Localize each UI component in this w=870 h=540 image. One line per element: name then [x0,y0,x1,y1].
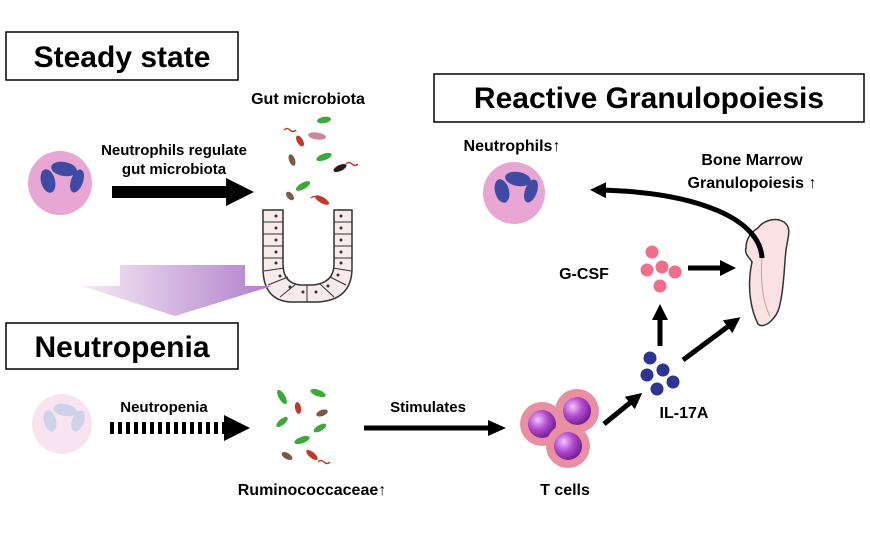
reactive-granulopoiesis-title: Reactive Granulopoiesis [433,73,865,123]
bacteria-cluster-ruminococcaceae-icon [276,388,331,465]
bacteria-cluster-top-icon [283,116,359,205]
stimulates-arrow [364,420,506,436]
steady-state-label: Steady state [34,41,211,74]
gcsf-label: G-CSF [559,266,609,283]
steady-state-title: Steady state [5,31,239,81]
neutrophils-up-label: Neutrophils↑ [464,138,561,155]
stimulates-label: Stimulates [390,399,466,416]
bone-marrow-icon [744,218,790,327]
neutropenia-dashed-arrow [110,415,250,441]
neutropenia-arrow-label: Neutropenia [120,399,208,416]
neutropenia-label: Neutropenia [34,331,209,364]
gut-microbiota-label: Gut microbiota [251,91,365,108]
gcsf-dots-icon [640,245,682,293]
bone-marrow-label: Bone Marrow [701,152,803,169]
neutropenia-title: Neutropenia [5,322,239,370]
ruminococcaceae-label: Ruminococcaceae↑ [238,482,387,499]
neutrophil-reactive-icon [483,162,545,224]
il17a-to-bone-arrow [681,317,741,363]
t-cells-label: T cells [540,482,590,499]
reactive-granulopoiesis-label: Reactive Granulopoiesis [474,82,824,115]
il17a-dots-icon [640,351,680,396]
tcell-to-il17a-arrow [602,392,643,426]
neutrophil-steady-icon [28,151,92,215]
neutrophils-regulate-label: Neutrophils regulate [101,142,247,159]
il17a-label: IL-17A [660,405,709,422]
neutrophil-faded-icon [32,394,92,454]
t-cells-icon [520,389,599,468]
regulate-arrow [112,178,254,206]
bone-to-neutrophil-arrow [590,182,765,259]
transition-arrow [82,265,272,316]
gut-microbiota-sub-label: gut microbiota [122,161,227,178]
gut-epithelium-icon [262,209,353,303]
granulopoiesis-label: Granulopoiesis ↑ [688,175,817,192]
